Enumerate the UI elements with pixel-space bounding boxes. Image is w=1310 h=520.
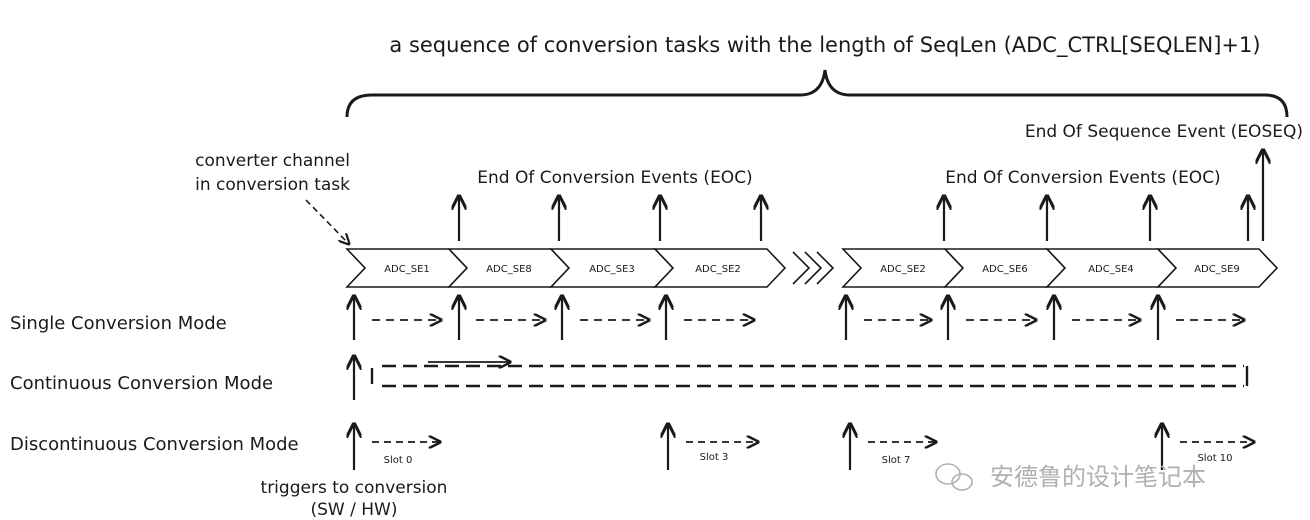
- task-row-right: [841, 248, 1279, 288]
- eoc-label-right: End Of Conversion Events (EOC): [945, 168, 1220, 188]
- channel-note-line1: converter channel: [195, 151, 350, 171]
- eoc-arrows-right: [944, 150, 1263, 241]
- task-label: ADC_SE8: [486, 264, 532, 275]
- task-row-left: [345, 248, 787, 288]
- task-label: ADC_SE2: [880, 264, 926, 275]
- channel-note-line2: in conversion task: [195, 175, 350, 195]
- eoc-label-left: End Of Conversion Events (EOC): [477, 168, 752, 188]
- single-mode-row: [354, 296, 1244, 340]
- sequence-title: a sequence of conversion tasks with the …: [389, 33, 1260, 58]
- trigger-note-line1: triggers to conversion: [261, 478, 448, 498]
- task-label: ADC_SE9: [1194, 264, 1240, 275]
- slot-label: Slot 3: [700, 452, 729, 463]
- eoc-arrows-left: [459, 196, 761, 241]
- task-label: ADC_SE2: [695, 264, 741, 275]
- watermark-text: 安德鲁的设计笔记本: [990, 463, 1206, 491]
- slot-label: Slot 7: [882, 455, 911, 466]
- task-label: ADC_SE3: [589, 264, 635, 275]
- trigger-note-line2: (SW / HW): [311, 500, 398, 520]
- slot-label: Slot 0: [384, 455, 413, 466]
- task-label: ADC_SE6: [982, 264, 1028, 275]
- wechat-icon: [935, 463, 973, 491]
- mode-label-discontinuous: Discontinuous Conversion Mode: [10, 434, 299, 455]
- channel-note-arrow: [305, 199, 349, 244]
- task-chevron: [1156, 248, 1279, 288]
- slot-label: Slot 10: [1197, 453, 1232, 464]
- continuous-mode-row: [354, 356, 1249, 400]
- eoseq-label: End Of Sequence Event (EOSEQ): [1025, 122, 1303, 142]
- task-label: ADC_SE4: [1088, 264, 1134, 275]
- task-label: ADC_SE1: [384, 264, 430, 275]
- task-chevron: [653, 248, 787, 288]
- sequence-brace: [345, 69, 1289, 118]
- sequence-gap-chevrons: [792, 251, 835, 285]
- mode-label-single: Single Conversion Mode: [10, 313, 227, 334]
- mode-label-continuous: Continuous Conversion Mode: [10, 373, 273, 394]
- discontinuous-mode-row: [354, 424, 1254, 470]
